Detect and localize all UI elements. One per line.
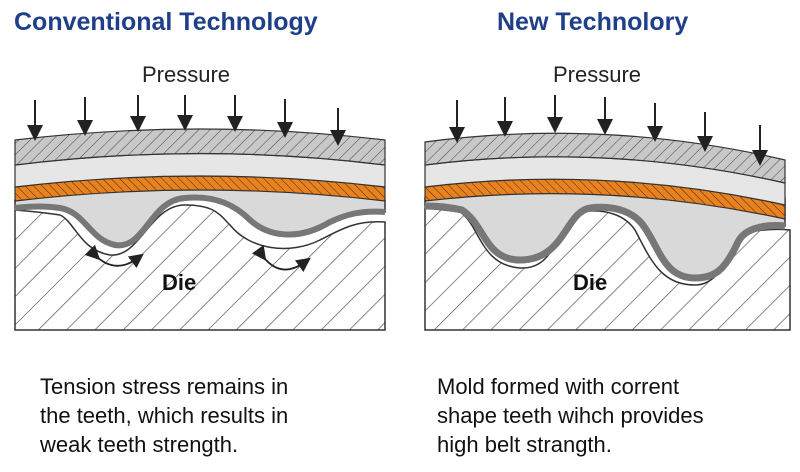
pressure-label-left: Pressure	[142, 62, 231, 87]
die-label-left: Die	[162, 270, 196, 295]
conventional-title: Conventional Technology	[14, 8, 318, 36]
caption-left-line-1: Tension stress remains in	[40, 374, 289, 399]
curved-arrow-icon	[251, 244, 311, 273]
caption-right-line-1: Mold formed with corrent	[437, 374, 680, 399]
caption-right-line-2: shape teeth wihch provides	[437, 403, 704, 428]
curved-arrow-icon	[84, 244, 144, 269]
pressure-label-right: Pressure	[553, 62, 642, 87]
caption-left-line-2: the teeth, which results in	[40, 403, 289, 428]
caption-right-line-3: high belt strangth.	[437, 432, 612, 457]
pressure-arrows-left	[27, 95, 346, 146]
pressure-plate-right	[424, 132, 786, 184]
die-left	[14, 204, 386, 331]
caption-left-line-3: weak teeth strength.	[40, 432, 239, 457]
caption-right: Mold formed with corrent shape teeth wih…	[437, 372, 797, 459]
tooth-edge-left	[14, 194, 386, 249]
new-technology-diagram: Die	[424, 95, 791, 331]
pressure-arrows-right	[449, 95, 768, 166]
tooth-edge-right	[424, 202, 786, 282]
new-technology-title: New Technolory	[497, 8, 689, 36]
die-label-right: Die	[573, 270, 607, 295]
tension-arrows-left	[84, 244, 311, 273]
caption-left: Tension stress remains in the teeth, whi…	[40, 372, 400, 459]
conventional-diagram: Die	[14, 95, 386, 331]
